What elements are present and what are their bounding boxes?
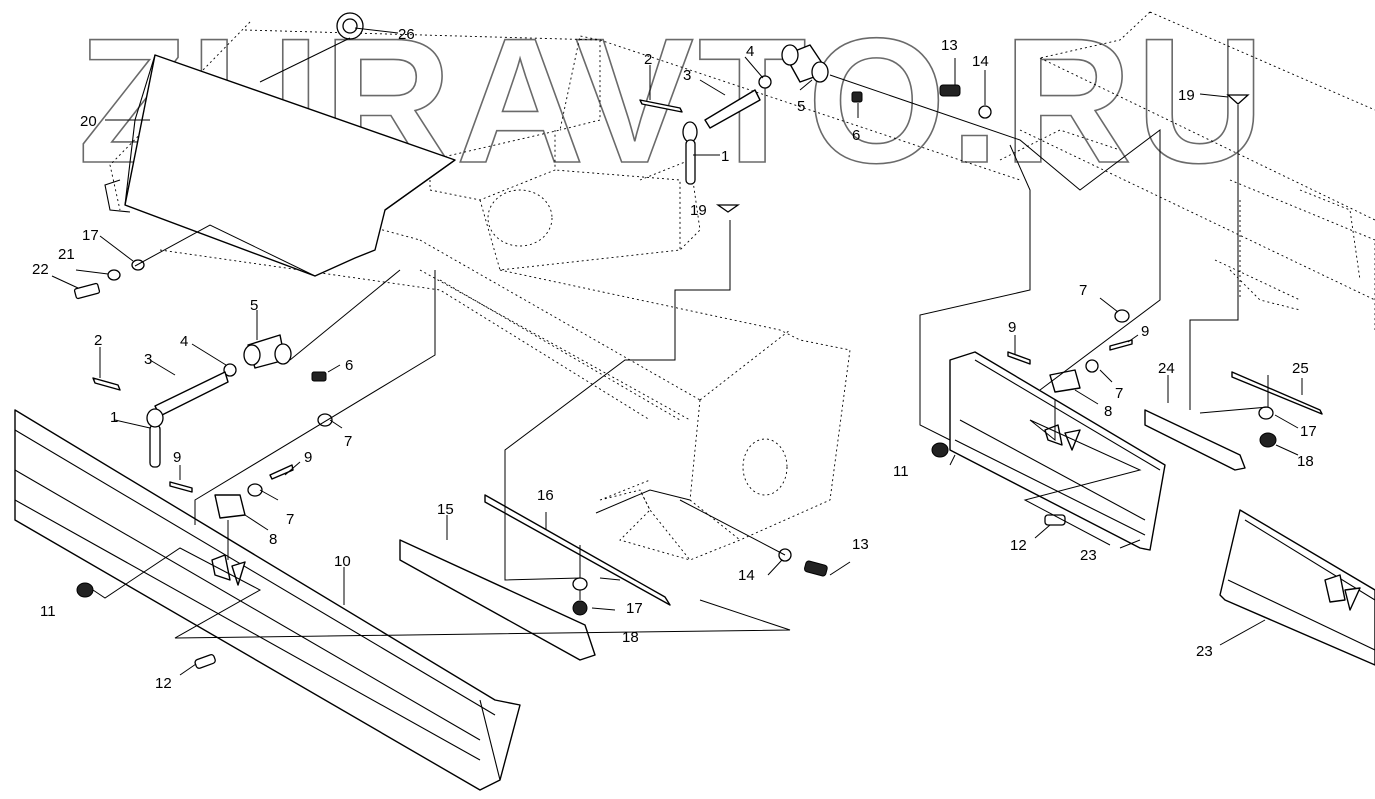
skid-part-23-far-right (1219, 509, 1375, 666)
callout-9: 9 (1141, 323, 1149, 340)
callout-14: 14 (972, 53, 989, 70)
hardware-left-top (73, 259, 327, 468)
callout-7: 7 (1115, 385, 1123, 402)
callout-23: 23 (1196, 643, 1213, 660)
callout-16: 16 (537, 487, 554, 504)
callout-9: 9 (304, 449, 312, 466)
callout-7: 7 (286, 511, 294, 528)
callout-4: 4 (180, 333, 188, 350)
callout-23: 23 (1080, 547, 1097, 564)
callout-2: 2 (94, 332, 102, 349)
hardware-right-top (639, 44, 1250, 213)
callout-6: 6 (345, 357, 353, 374)
callout-17: 17 (1300, 423, 1317, 440)
callout-7: 7 (1079, 282, 1087, 299)
callout-6: 6 (852, 127, 860, 144)
callout-1: 1 (721, 148, 729, 165)
callout-17: 17 (626, 600, 643, 617)
ring-part-26 (336, 12, 364, 40)
callout-11: 11 (40, 603, 56, 620)
callout-9: 9 (1008, 319, 1016, 336)
callout-3: 3 (144, 351, 152, 368)
callout-13: 13 (941, 37, 958, 54)
callout-19: 19 (690, 202, 707, 219)
callout-12: 12 (1010, 537, 1027, 554)
callout-9: 9 (173, 449, 181, 466)
leader-lines (51, 27, 1303, 676)
callout-26: 26 (398, 26, 415, 43)
callout-11: 11 (893, 463, 909, 480)
callout-5: 5 (797, 98, 805, 115)
callout-12: 12 (155, 675, 172, 692)
callout-14: 14 (738, 567, 755, 584)
skid-part-10 (14, 409, 521, 791)
callout-8: 8 (269, 531, 277, 548)
callout-4: 4 (746, 43, 754, 60)
skid-part-23-right (931, 309, 1166, 551)
channel-part-24 (1144, 371, 1323, 471)
callout-25: 25 (1292, 360, 1309, 377)
callout-1: 1 (110, 409, 118, 426)
callout-5: 5 (250, 297, 258, 314)
callout-15: 15 (437, 501, 454, 518)
callout-24: 24 (1158, 360, 1175, 377)
callout-18: 18 (1297, 453, 1314, 470)
callout-20: 20 (80, 113, 97, 130)
callout-10: 10 (334, 553, 351, 570)
callout-21: 21 (58, 246, 75, 263)
callout-3: 3 (683, 67, 691, 84)
channel-part-15 (399, 494, 828, 661)
callout-19: 19 (1178, 87, 1195, 104)
callout-labels: 26 20 17 21 22 2 3 4 1 5 6 19 13 14 19 5… (32, 26, 1317, 692)
callout-22: 22 (32, 261, 49, 278)
callout-13: 13 (852, 536, 869, 553)
frame-center (109, 21, 1021, 561)
frame-right (999, 11, 1375, 330)
callout-17: 17 (82, 227, 99, 244)
callout-7: 7 (344, 433, 352, 450)
callout-8: 8 (1104, 403, 1112, 420)
callout-2: 2 (644, 51, 652, 68)
callout-18: 18 (622, 629, 639, 646)
